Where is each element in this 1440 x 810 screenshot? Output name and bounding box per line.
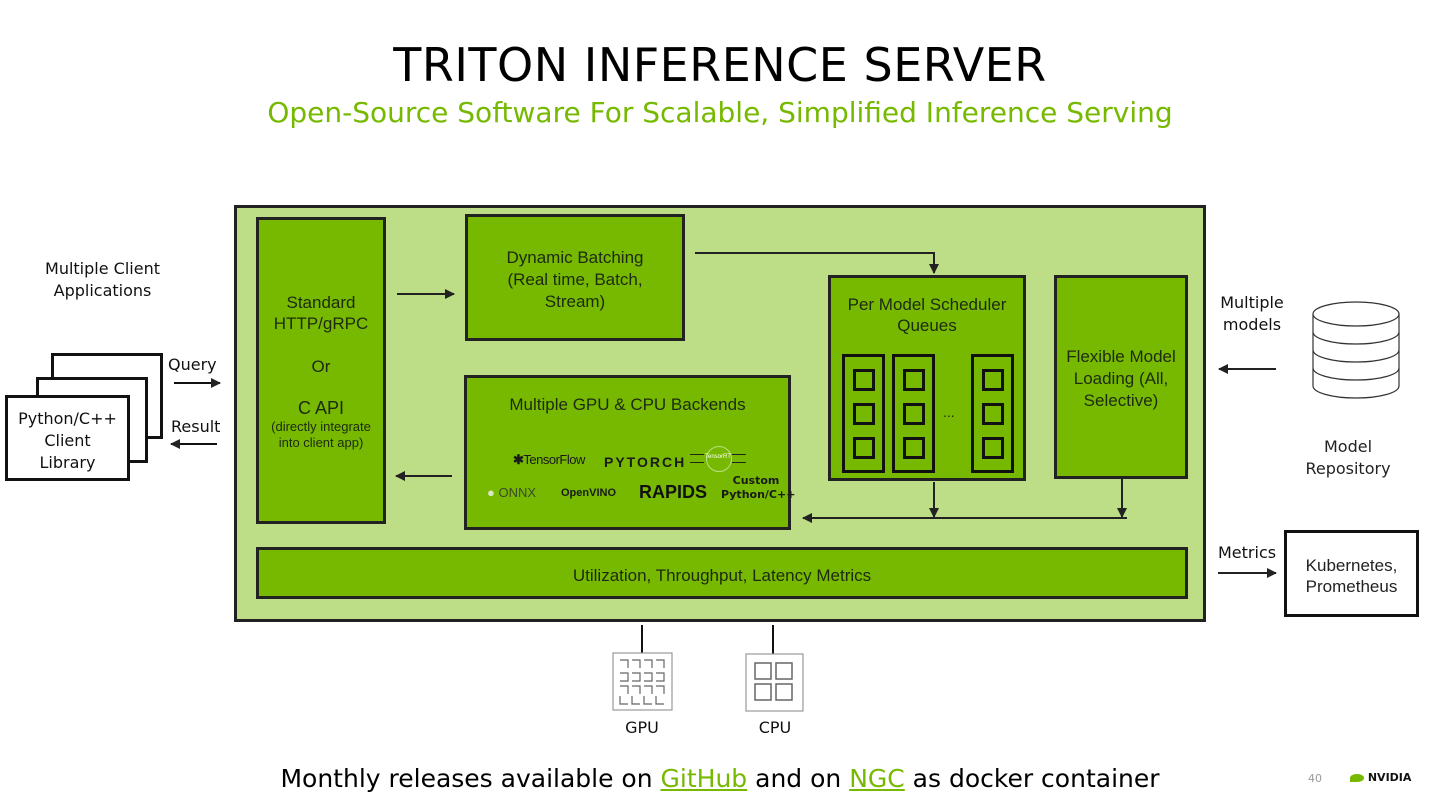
slide-subtitle: Open-Source Software For Scalable, Simpl…: [267, 96, 1173, 129]
pytorch-logo: PYTORCH: [604, 454, 687, 470]
frontend-note-1: (directly integrate: [271, 419, 371, 434]
onnx-logo: ● ONNX: [487, 485, 537, 500]
queue-slot: [982, 403, 1004, 425]
batching-line-2: (Real time, Batch,: [507, 270, 643, 289]
queue-slot: [982, 437, 1004, 459]
batching-line-1: Dynamic Batching: [506, 248, 644, 267]
tensorflow-icon: ✱: [513, 452, 524, 467]
client-library-box: Python/C++ Client Library: [5, 395, 130, 481]
queue-2: [892, 354, 935, 473]
database-icon: [1312, 301, 1400, 399]
tensorrt-logo: TensorRT: [690, 446, 748, 472]
cpu-icon: [745, 653, 804, 712]
frontend-standard: Standard: [286, 293, 356, 312]
nvidia-eye-icon: [1350, 774, 1364, 782]
model-loading-box: Flexible Model Loading (All, Selective): [1054, 275, 1188, 479]
loading-line-1: Flexible Model: [1066, 347, 1176, 366]
client-library-line-1: Python/C++: [18, 409, 117, 428]
rapids-logo: RAPIDS: [639, 482, 708, 502]
client-apps-heading: Multiple Client Applications: [45, 259, 160, 300]
github-link[interactable]: GitHub: [660, 764, 748, 793]
scheduler-queues-box: Per Model Scheduler Queues ...: [828, 275, 1026, 481]
queue-slot: [903, 369, 925, 391]
loading-line-3: Selective): [1083, 391, 1159, 410]
client-library-line-2: Client: [44, 431, 91, 450]
custom-backend-logo: Custom Python/C++: [721, 474, 796, 501]
tensorflow-logo: ✱TensorFlow: [513, 452, 585, 467]
metrics-bar-label: Utilization, Throughput, Latency Metrics: [572, 566, 872, 585]
result-label: Result: [171, 417, 221, 436]
page-number: 40: [1308, 772, 1322, 785]
batching-to-scheduler-arrow: [695, 252, 939, 274]
multiple-models-label: Multiple models: [1220, 293, 1284, 334]
metrics-label: Metrics: [1218, 543, 1277, 562]
scheduler-line-1: Per Model Scheduler: [847, 295, 1007, 314]
queue-slot: [853, 437, 875, 459]
queue-slot: [903, 437, 925, 459]
queue-1: [842, 354, 885, 473]
scheduler-line-2: Queues: [897, 316, 957, 335]
query-label: Query: [168, 355, 217, 374]
queue-slot: [853, 369, 875, 391]
batching-line-3: Stream): [544, 292, 606, 311]
frontend-c-api: C API: [297, 398, 345, 418]
gpu-icon: [612, 652, 673, 711]
dynamic-batching-box: Dynamic Batching (Real time, Batch, Stre…: [465, 214, 685, 341]
openvino-logo: OpenVINO: [561, 487, 617, 499]
slide-title: TRITON INFERENCE SERVER: [393, 38, 1047, 92]
ngc-link[interactable]: NGC: [849, 764, 905, 793]
queue-n: [971, 354, 1014, 473]
client-library-line-3: Library: [39, 453, 96, 472]
queue-slot: [853, 403, 875, 425]
frontend-box: Standard HTTP/gRPC Or C API (directly in…: [256, 217, 386, 524]
backends-title: Multiple GPU & CPU Backends: [509, 395, 746, 414]
queue-slot: [982, 369, 1004, 391]
gpu-label: GPU: [625, 718, 659, 737]
kubernetes-prometheus-box: Kubernetes, Prometheus: [1284, 530, 1419, 617]
queue-ellipsis: ...: [943, 404, 955, 420]
frontend-note-2: into client app): [278, 435, 364, 450]
onnx-icon: ●: [487, 485, 495, 500]
cpu-label: CPU: [758, 718, 792, 737]
frontend-http-grpc: HTTP/gRPC: [273, 314, 369, 333]
footer-text: Monthly releases available on GitHub and…: [280, 764, 1160, 793]
nvidia-logo: NVIDIA: [1350, 771, 1411, 784]
backends-box: Multiple GPU & CPU Backends ✱TensorFlow …: [464, 375, 796, 530]
frontend-or: Or: [311, 357, 331, 376]
loading-line-2: Loading (All,: [1073, 369, 1169, 388]
model-repository-label: Model Repository: [1305, 437, 1391, 478]
queue-slot: [903, 403, 925, 425]
metrics-bar: Utilization, Throughput, Latency Metrics: [256, 547, 1188, 599]
